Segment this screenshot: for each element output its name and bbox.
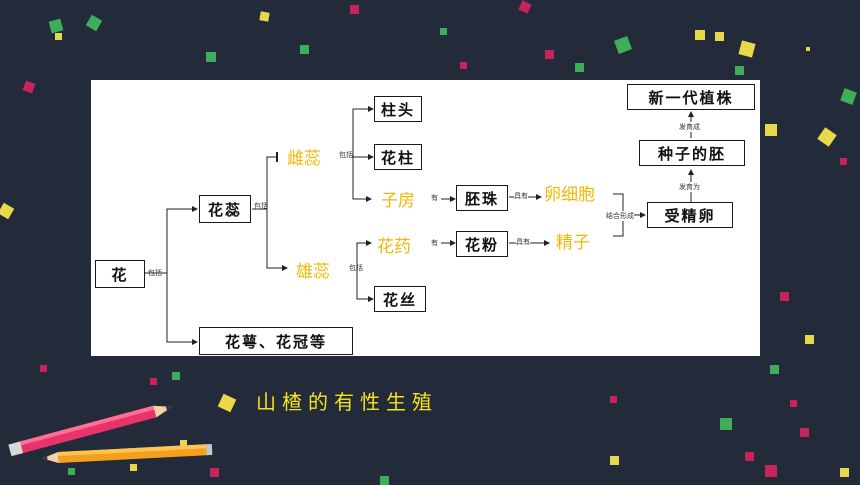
confetti-decoration [440,28,447,35]
box-flower: 花 [95,260,145,288]
edge-label-develops-into: 发育为 [679,182,700,192]
slide-caption: 山楂的有性生殖 [256,390,438,414]
box-pollen: 花粉 [456,231,508,257]
label-anther: 花药 [377,237,411,257]
confetti-decoration [210,468,219,477]
edge-label-includes: 包括 [349,264,363,272]
edge-to-stamen [266,209,288,271]
confetti-decoration [206,52,216,62]
edge-to-ovary [352,157,372,202]
confetti-decoration [840,158,847,165]
edge-label-includes: 包括 [254,202,268,210]
confetti-decoration [68,468,75,475]
confetti-decoration [780,292,789,301]
edge-flower-to-stamens-pistil [144,209,197,274]
pink-pencil [8,405,173,457]
box-new-plant: 新一代植株 [627,84,755,110]
edge-label-has: 有 [431,194,438,202]
confetti-decoration [610,456,619,465]
box-stigma: 柱头 [374,96,422,122]
label-egg: 卵细胞 [544,185,595,205]
edge-label-includes: 包括 [148,269,162,277]
edge-label-contains: 具有 [516,237,530,247]
confetti-decoration [840,468,849,477]
label-pistil: 雌蕊 [287,149,321,169]
edge-label-contains: 具有 [514,191,528,201]
edge-label-has: 有 [431,239,438,247]
confetti-decoration [720,418,732,430]
box-stamens-pistil: 花蕊 [199,195,251,223]
confetti-decoration [805,335,814,344]
box-filament: 花丝 [374,286,426,312]
label-sperm: 精子 [556,233,590,253]
edge-stamen-to-filament [356,268,374,302]
confetti-decoration [300,45,309,54]
confetti-decoration [180,440,187,447]
edge-label-includes: 包括 [339,151,353,159]
confetti-decoration [172,372,180,380]
box-style: 花柱 [374,144,422,170]
box-seed-embryo: 种子的胚 [639,140,745,166]
edge-label-develops-into: 发育成 [679,122,700,132]
confetti-decoration [735,66,744,75]
label-ovary: 子房 [381,191,415,211]
confetti-decoration [715,32,724,41]
edge-flower-to-sepals-petals [166,273,198,345]
confetti-decoration [55,33,62,40]
confetti-decoration [40,365,47,372]
confetti-decoration [150,378,157,385]
edge-to-stigma [352,106,374,157]
edge-label-combine: 结合形成 [606,211,634,221]
confetti-decoration [545,50,554,59]
box-fertilized-egg: 受精卵 [647,202,733,228]
confetti-decoration [130,464,137,471]
confetti-decoration [765,465,777,477]
edge-stamen-to-anther [356,240,372,268]
edge-to-pistil [252,156,277,210]
confetti-decoration [695,30,705,40]
diagram-panel: 花 花蕊 花萼、花冠等 柱头 花柱 胚珠 花粉 花丝 受精卵 种子的胚 新一代植… [91,80,760,356]
label-stamen: 雄蕊 [296,262,330,282]
confetti-decoration [800,428,809,437]
box-ovule: 胚珠 [456,185,508,211]
confetti-decoration [790,400,797,407]
box-sepals-petals: 花萼、花冠等 [199,327,353,355]
confetti-decoration [575,63,584,72]
confetti-decoration [745,452,754,461]
confetti-decoration [765,124,777,136]
confetti-decoration [770,365,779,374]
orange-pencil [42,443,213,463]
confetti-decoration [380,476,389,485]
confetti-decoration [806,47,810,51]
confetti-decoration [350,5,359,14]
confetti-decoration [460,62,467,69]
confetti-decoration [610,396,617,403]
